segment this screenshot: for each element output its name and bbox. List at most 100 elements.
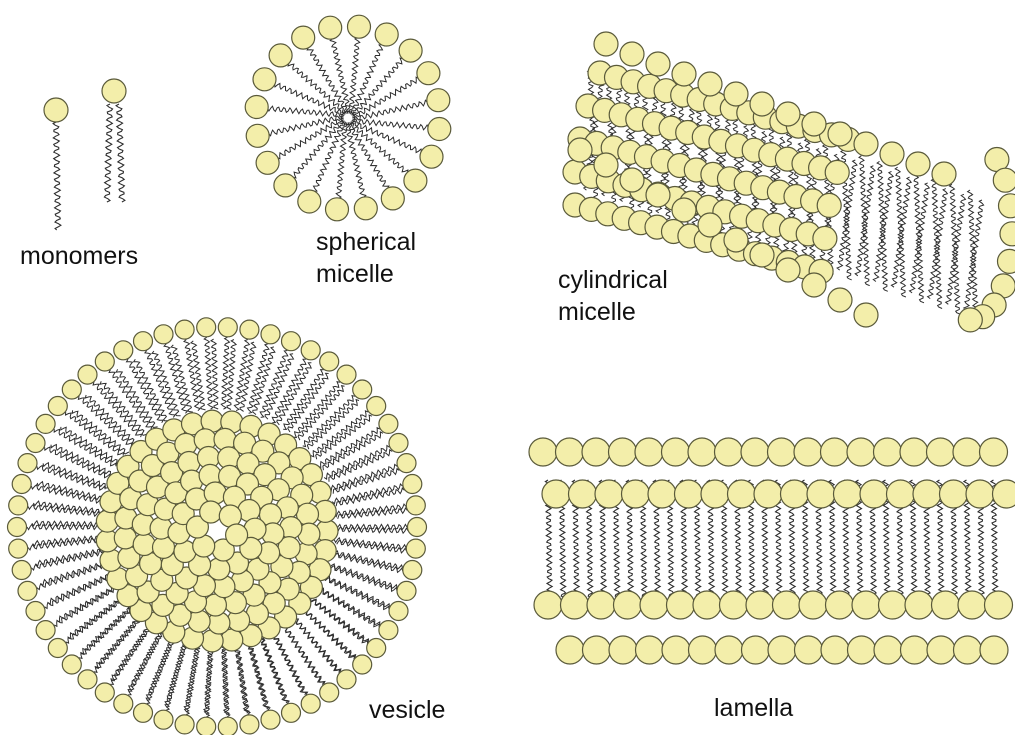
- micelle-head: [348, 15, 371, 38]
- bilayer-bottom-back-head: [561, 591, 589, 619]
- bilayer-top-back-head: [847, 438, 875, 466]
- cylinder-endcap-head: [998, 249, 1015, 273]
- bilayer-top-back-head: [529, 438, 557, 466]
- bilayer-top-back-head: [582, 438, 610, 466]
- vesicle-outer-tail: [240, 342, 256, 411]
- bilayer-top-front-head: [966, 480, 994, 508]
- vesicle-outer-head: [379, 621, 398, 640]
- vesicle-outer-tail: [277, 363, 312, 425]
- vesicle-outer-tail: [333, 469, 399, 494]
- micelle-head: [256, 151, 279, 174]
- bilayer-top-front-head: [913, 480, 941, 508]
- vesicle-outer-head: [397, 581, 416, 600]
- vesicle-outer-head: [18, 454, 37, 473]
- bilayer-bottom-front-head: [954, 636, 982, 664]
- cylinder-front-head: [568, 138, 592, 162]
- vesicle-outer-head: [337, 670, 356, 689]
- bilayer-bottom-front-head: [821, 636, 849, 664]
- bilayer-top-back-head: [662, 438, 690, 466]
- cylinder-ridge-head: [620, 42, 644, 66]
- bilayer-bottom-front-head: [848, 636, 876, 664]
- vesicle-inner-head: [208, 558, 230, 580]
- bilayer-bottom-front-head: [980, 636, 1008, 664]
- cylinder-front-head: [776, 258, 800, 282]
- cylinder-front-head: [646, 183, 670, 207]
- cylinder-endcap-head: [999, 194, 1015, 218]
- vesicle-outer-head: [62, 380, 81, 399]
- micelle-head: [246, 124, 269, 147]
- vesicle-outer-head: [282, 703, 301, 722]
- vesicle-outer-head: [48, 639, 67, 658]
- micelle-tail: [307, 47, 349, 113]
- bilayer-top-back-head: [715, 438, 743, 466]
- micelle-tail: [352, 77, 418, 119]
- bilayer-top-back-head: [556, 438, 584, 466]
- vesicle-outer-head: [261, 325, 280, 344]
- monomers-label: monomers: [20, 240, 138, 272]
- bilayer-bottom-back-head: [985, 591, 1013, 619]
- vesicle-outer-tail: [152, 351, 181, 416]
- bilayer-top-front-head: [701, 480, 729, 508]
- vesicle-outer-head: [397, 454, 416, 473]
- vesicle-inner-head: [314, 540, 336, 562]
- cylinder-front-head: [750, 243, 774, 267]
- bilayer-top-front-head: [754, 480, 782, 508]
- bilayer-top-back-head: [874, 438, 902, 466]
- bilayer-top-back-head: [768, 438, 796, 466]
- vesicle-outer-head: [367, 639, 386, 658]
- vesicle-outer-head: [197, 717, 216, 735]
- bilayer-top-front-head: [887, 480, 915, 508]
- bilayer-top-back-head: [688, 438, 716, 466]
- bilayer-bottom-front-head: [689, 636, 717, 664]
- bilayer-bottom-back-head: [905, 591, 933, 619]
- double-tail-b: [116, 104, 125, 202]
- cylinder-front-head: [698, 213, 722, 237]
- vesicle-outer-head: [218, 318, 237, 337]
- bilayer-bottom-front-head: [609, 636, 637, 664]
- bilayer-top-back-head: [953, 438, 981, 466]
- vesicle-outer-tail: [338, 508, 408, 519]
- vesicle-outer-tail: [37, 466, 105, 491]
- vesicle-outer-head: [367, 397, 386, 416]
- lamella-label: lamella: [714, 692, 793, 724]
- cylinder-endcap-head: [993, 168, 1015, 192]
- bilayer-top-front-head: [675, 480, 703, 508]
- vesicle-inner-head: [226, 524, 248, 546]
- cylinder-ridge-head: [802, 112, 826, 136]
- vesicle-outer-head: [9, 539, 28, 558]
- spherical-micelle-label: spherical micelle: [316, 226, 416, 290]
- bilayer-bottom-front-head: [874, 636, 902, 664]
- vesicle-outer-tail: [234, 643, 250, 714]
- bilayer-bottom-back-head: [826, 591, 854, 619]
- vesicle-outer-head: [406, 496, 425, 515]
- vesicle-outer-head: [240, 715, 259, 734]
- single-chain-monomer-head: [44, 98, 68, 122]
- bilayer-top-front-head: [807, 480, 835, 508]
- cylinder-front-head: [854, 303, 878, 327]
- vesicle-outer-head: [12, 475, 31, 494]
- bilayer-top-back-head: [900, 438, 928, 466]
- micelle-head: [298, 190, 321, 213]
- bilayer-bottom-front-head: [901, 636, 929, 664]
- vesicle-outer-tail: [293, 382, 340, 438]
- vesicle-outer-head: [134, 332, 153, 351]
- micelle-head: [253, 68, 276, 91]
- vesicle-outer-head: [282, 332, 301, 351]
- bilayer-top-front-head: [728, 480, 756, 508]
- double-chain-monomer-head: [102, 79, 126, 103]
- bilayer-top-front-head: [940, 480, 968, 508]
- bilayer-bottom-front-head: [715, 636, 743, 664]
- vesicle-outer-tail: [204, 337, 213, 409]
- micelle-tail: [346, 122, 388, 188]
- micelle-head: [274, 174, 297, 197]
- vesicle-outer-tail: [259, 637, 289, 704]
- cylinder-ridge-head: [594, 32, 618, 56]
- bilayer-bottom-back-head: [958, 591, 986, 619]
- cylinder-ridge-head: [906, 152, 930, 176]
- bilayer-bottom-back-head: [773, 591, 801, 619]
- bilayer-top-front-head: [542, 480, 570, 508]
- vesicle-outer-tail: [211, 339, 218, 409]
- cylinder-ridge-head: [880, 142, 904, 166]
- vesicle-figure: [8, 318, 427, 735]
- vesicle-outer-tail: [234, 340, 249, 411]
